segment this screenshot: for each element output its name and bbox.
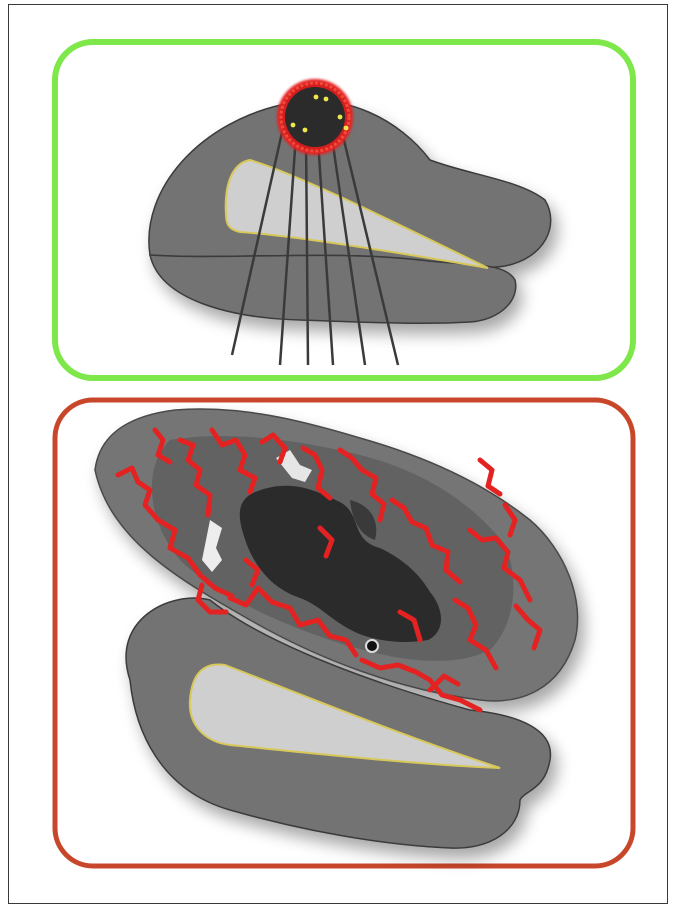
top-lesion: [277, 79, 353, 155]
marker-dot: [366, 640, 378, 652]
